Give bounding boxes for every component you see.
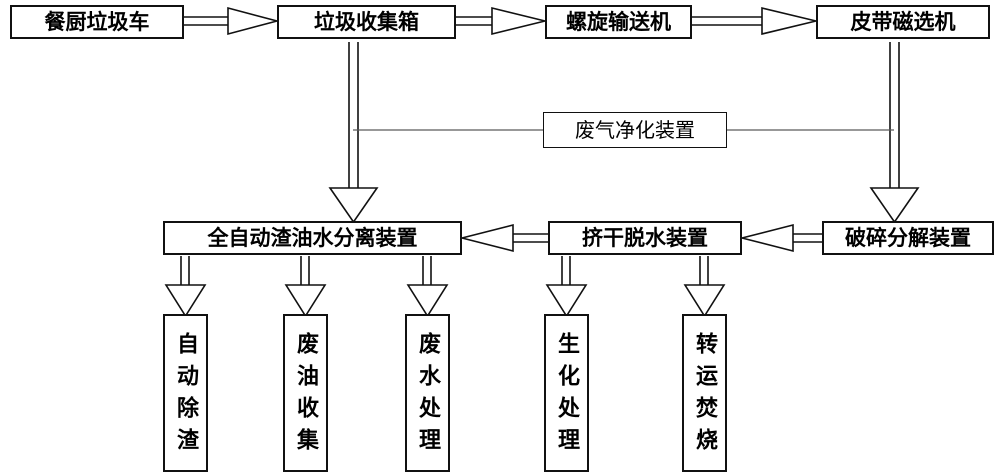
node-biochemical-treatment[interactable]: 生化处理: [544, 314, 589, 472]
arrow-n7-to-n12: [545, 256, 588, 318]
node-kitchen-waste-truck[interactable]: 餐厨垃圾车: [10, 5, 184, 39]
arrow-n7-to-n6: [461, 223, 548, 253]
arrow-n4-to-n8: [869, 42, 920, 224]
arrow-n6-to-n9: [164, 256, 207, 318]
node-exhaust-gas-purifier[interactable]: 废气净化装置: [543, 112, 727, 148]
arrow-n2-to-n6: [328, 42, 379, 224]
node-waste-collection-bin[interactable]: 垃圾收集箱: [277, 5, 456, 39]
arrow-n1-to-n2: [184, 6, 281, 36]
node-wastewater-treatment[interactable]: 废水处理: [405, 314, 450, 472]
node-screw-conveyor[interactable]: 螺旋输送机: [545, 5, 692, 39]
node-belt-magnetic-separator[interactable]: 皮带磁选机: [816, 5, 990, 39]
arrow-n6-to-n11: [406, 256, 449, 318]
arrow-n7-to-n13: [683, 256, 726, 318]
arrow-n3-to-n4: [692, 6, 817, 36]
node-crushing-decomposition-device[interactable]: 破碎分解装置: [822, 221, 994, 255]
node-auto-slag-removal[interactable]: 自动除渣: [163, 314, 208, 472]
node-waste-oil-collection[interactable]: 废油收集: [283, 314, 328, 472]
arrow-n6-to-n10: [284, 256, 327, 318]
node-auto-residue-oil-water-separator[interactable]: 全自动渣油水分离装置: [163, 221, 462, 255]
node-squeeze-dewatering-device[interactable]: 挤干脱水装置: [548, 221, 742, 255]
arrow-n8-to-n7: [741, 223, 822, 253]
arrow-n2-to-n3: [456, 6, 546, 36]
node-transfer-incineration[interactable]: 转运焚烧: [682, 314, 727, 472]
